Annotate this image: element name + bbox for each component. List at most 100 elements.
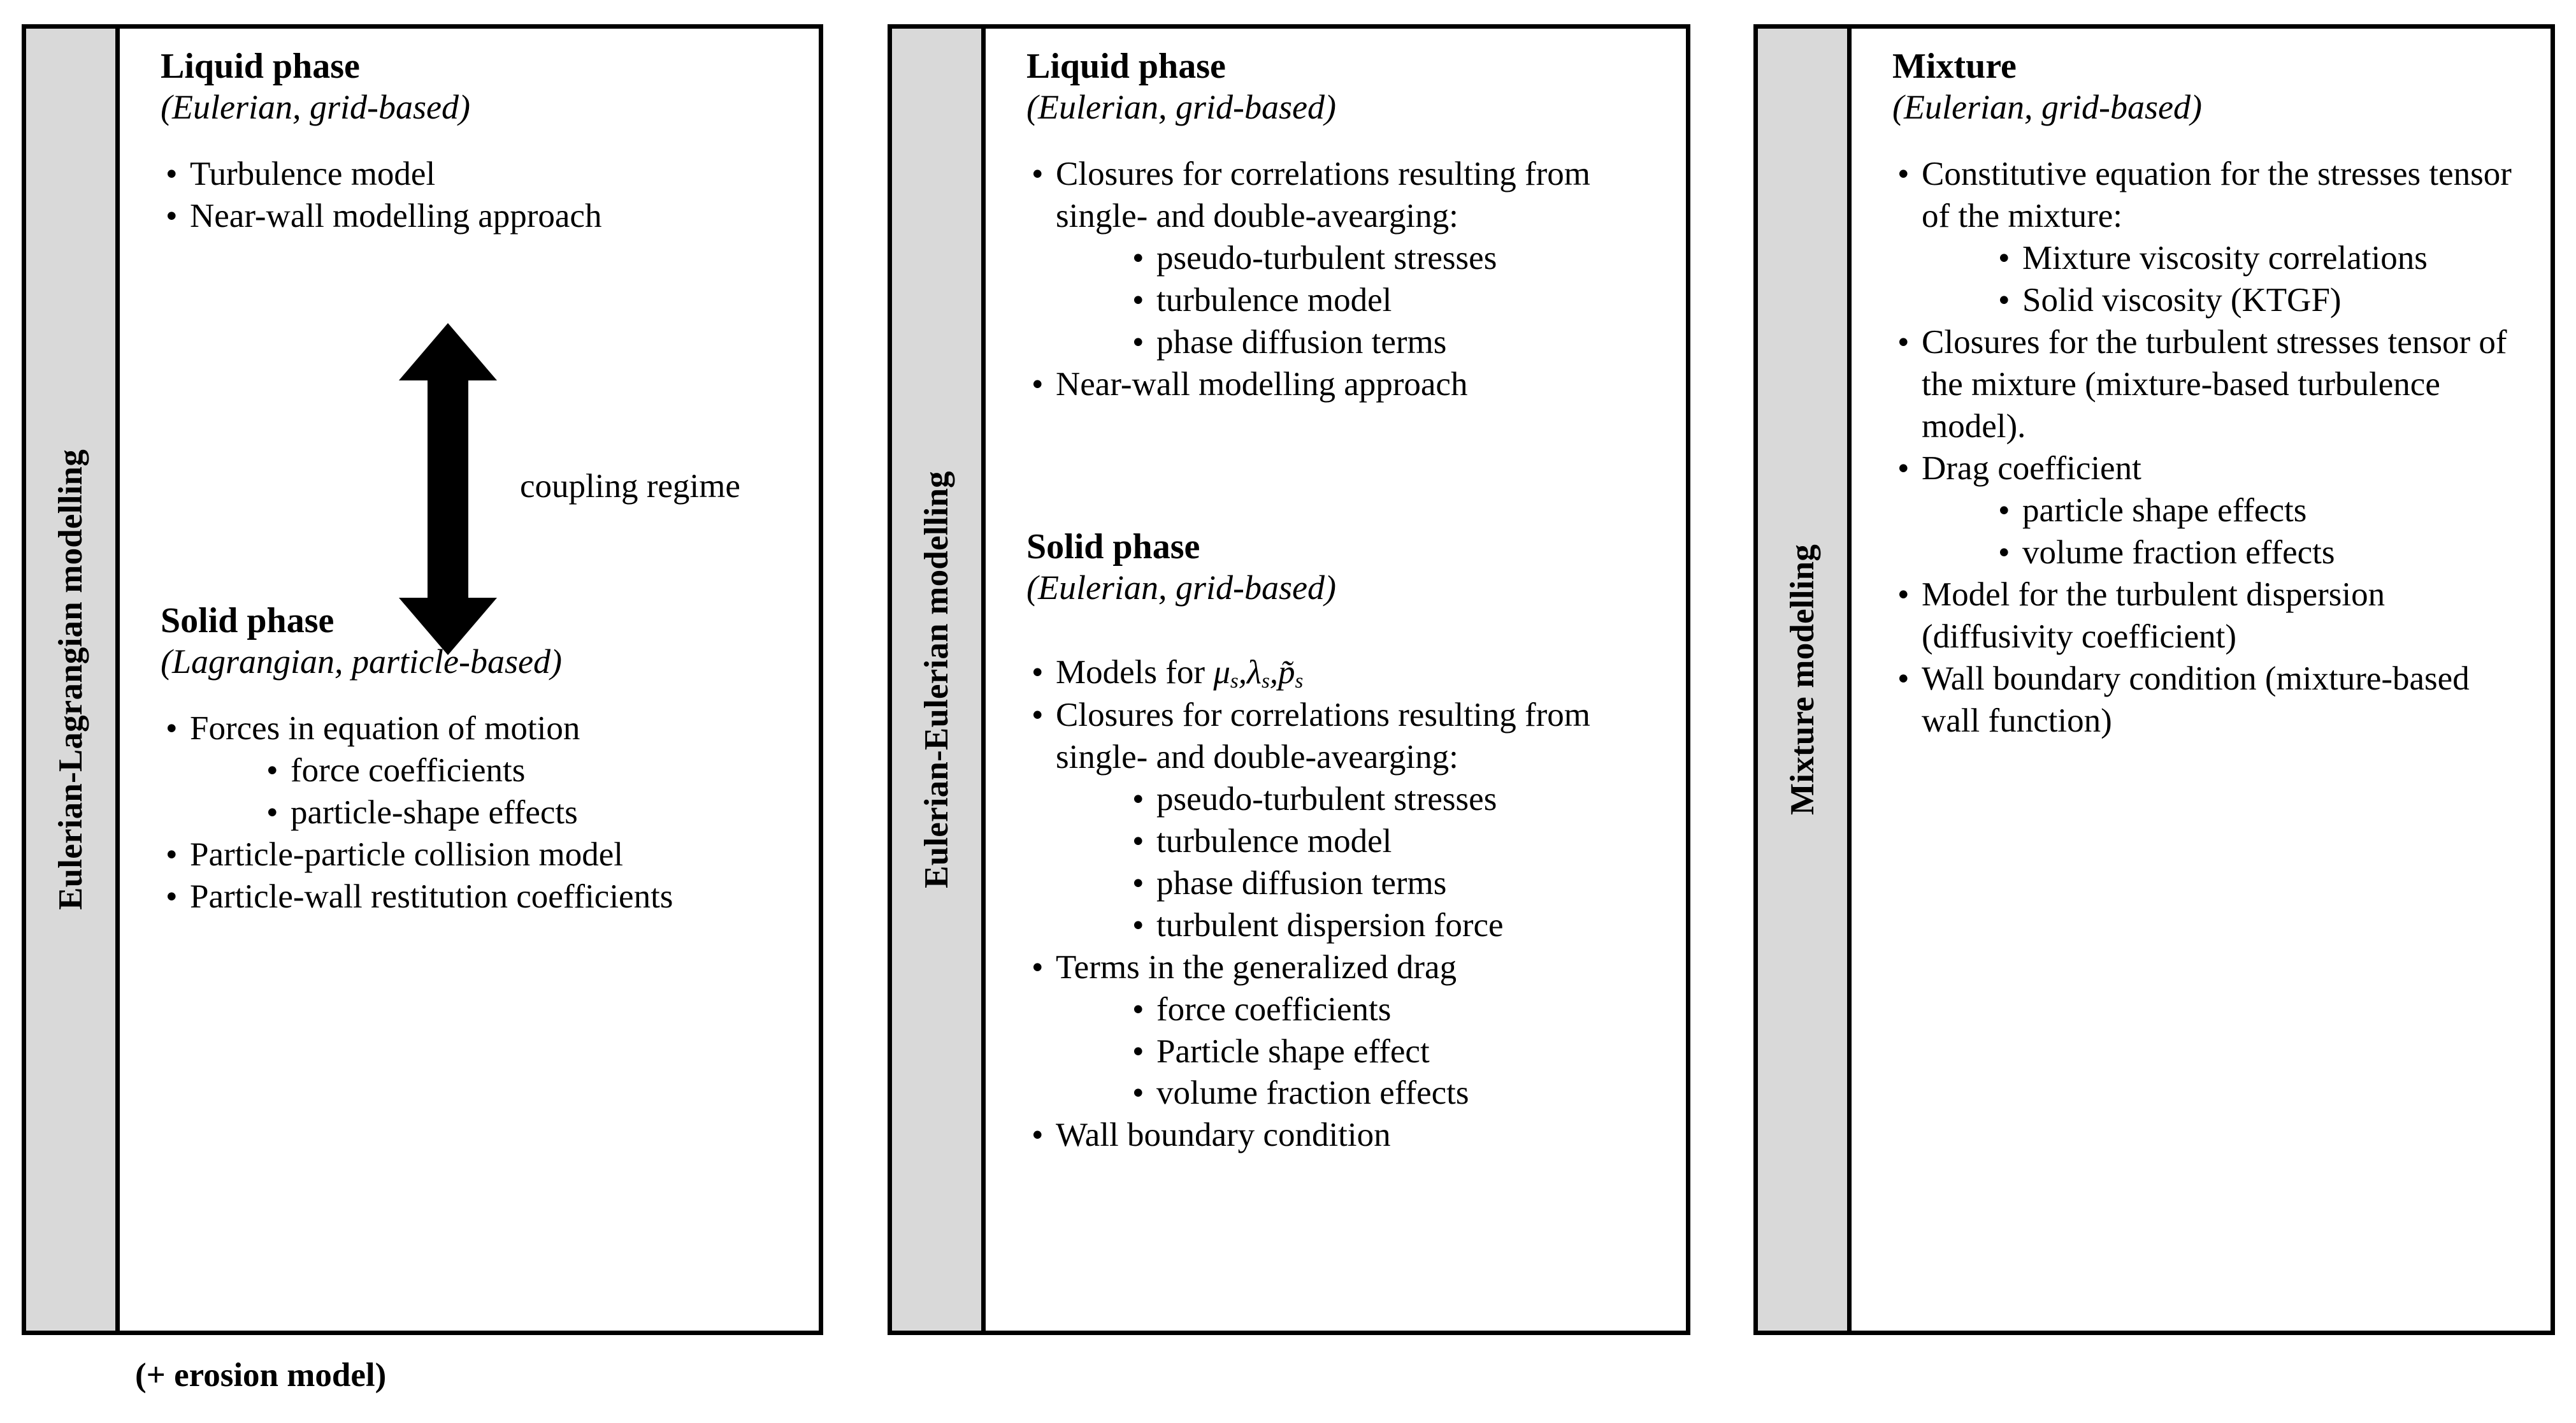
list-item-label: phase diffusion terms: [1156, 864, 1447, 902]
heading-solid-phase: Solid phase: [161, 600, 335, 640]
list-item-label: Models for μs,λs,p̃s: [1056, 653, 1304, 693]
sublist: • force coefficients • Particle shape ef…: [1056, 989, 1671, 1115]
sidebar-mixture: Mixture modelling: [1758, 29, 1852, 1331]
list-item: • Near-wall modelling approach: [1026, 364, 1671, 406]
list-item-label: turbulent dispersion force: [1156, 906, 1504, 944]
sublist: • pseudo-turbulent stresses • turbulence…: [1056, 238, 1671, 364]
list-item-label: Solid viscosity (KTGF): [2022, 281, 2342, 319]
list-item: • Closures for the turbulent stresses te…: [1892, 322, 2535, 448]
heading-liquid-phase: Liquid phase: [1026, 47, 1226, 86]
list-item-label: Turbulence model: [190, 155, 436, 192]
list-item-label: Wall boundary condition (mixture-based w…: [1922, 660, 2470, 739]
bullet-icon: •: [1132, 906, 1144, 944]
list-item: • Constitutive equation for the stresses…: [1892, 154, 2535, 322]
list-item: • Mixture viscosity correlations: [1993, 238, 2535, 280]
bullet-icon: •: [1032, 696, 1044, 733]
list-solid-phase-items: • Forces in equation of motion • force c…: [161, 708, 803, 918]
bullet-icon: •: [1032, 1116, 1044, 1154]
list-item: • Particle shape effect: [1127, 1031, 1671, 1073]
list-item-label: Near-wall modelling approach: [190, 197, 602, 235]
list-item-label: Near-wall modelling approach: [1056, 365, 1468, 403]
bullet-icon: •: [1998, 491, 2010, 529]
list-item: • phase diffusion terms: [1127, 863, 1671, 905]
list-item-label: force coefficients: [291, 751, 526, 789]
list-item-label: Terms in the generalized drag: [1056, 948, 1457, 986]
list-mixture-items: • Constitutive equation for the stresses…: [1892, 154, 2535, 742]
sidebar-eulerian-lagrangian: Eulerian-Lagrangian modelling: [26, 29, 120, 1331]
list-item: • turbulence model: [1127, 821, 1671, 863]
bullet-icon: •: [1998, 281, 2010, 319]
double-headed-arrow-icon: [399, 323, 497, 655]
erosion-model-footnote: (+ erosion model): [135, 1357, 387, 1394]
subheading-solid-phase: (Lagrangian, particle-based): [161, 642, 562, 681]
panel-eulerian-lagrangian: Eulerian-Lagrangian modelling Liquid pha…: [22, 24, 823, 1335]
subheading-mixture: (Eulerian, grid-based): [1892, 88, 2202, 127]
list-item: • Drag coefficient • particle shape effe…: [1892, 448, 2535, 574]
list-item: • force coefficients: [1127, 989, 1671, 1031]
list-item: • Turbulence model: [161, 154, 803, 196]
sublist: • particle shape effects • volume fracti…: [1922, 490, 2535, 574]
list-item-label: phase diffusion terms: [1156, 323, 1447, 361]
bullet-icon: •: [1897, 323, 1910, 361]
list-item-label: pseudo-turbulent stresses: [1156, 239, 1497, 277]
bullet-icon: •: [166, 709, 178, 747]
list-item: • volume fraction effects: [1127, 1073, 1671, 1115]
list-item: • Solid viscosity (KTGF): [1993, 280, 2535, 322]
list-item: • pseudo-turbulent stresses: [1127, 238, 1671, 280]
list-item-label: Model for the turbulent dispersion (diff…: [1922, 575, 2385, 655]
list-item: • Terms in the generalized drag • force …: [1026, 947, 1671, 1115]
list-liquid-phase-items: • Closures for correlations resulting fr…: [1026, 154, 1671, 406]
list-item: • Models for μs,λs,p̃s: [1026, 652, 1671, 695]
panel-body-mixture: Mixture (Eulerian, grid-based) • Constit…: [1852, 29, 2551, 1331]
list-item-label: Constitutive equation for the stresses t…: [1922, 155, 2512, 235]
bullet-icon: •: [1132, 864, 1144, 902]
sidebar-label-mixture: Mixture modelling: [1783, 544, 1821, 815]
bullet-icon: •: [166, 197, 178, 235]
list-item-label: Particle-particle collision model: [190, 835, 623, 873]
bullet-icon: •: [1032, 365, 1044, 403]
list-item-label: particle-shape effects: [291, 793, 578, 831]
bullet-icon: •: [1032, 653, 1044, 691]
list-item: • particle-shape effects: [261, 792, 803, 834]
list-item: • Particle-wall restitution coefficients: [161, 876, 803, 918]
bullet-icon: •: [266, 793, 278, 831]
subheading-solid-phase: (Eulerian, grid-based): [1026, 568, 1336, 607]
subheading-liquid-phase: (Eulerian, grid-based): [161, 88, 470, 127]
list-item-label: Forces in equation of motion: [190, 709, 580, 747]
panel-mixture: Mixture modelling Mixture (Eulerian, gri…: [1753, 24, 2555, 1335]
list-item: • Wall boundary condition (mixture-based…: [1892, 658, 2535, 742]
bullet-icon: •: [1032, 155, 1044, 192]
coupling-regime-label: coupling regime: [520, 468, 740, 505]
list-item-label: Wall boundary condition: [1056, 1116, 1391, 1154]
bullet-icon: •: [166, 878, 178, 915]
list-item: • Particle-particle collision model: [161, 834, 803, 876]
bullet-icon: •: [1998, 533, 2010, 571]
bullet-icon: •: [166, 155, 178, 192]
list-item: • Wall boundary condition: [1026, 1115, 1671, 1157]
list-item-label: Mixture viscosity correlations: [2022, 239, 2428, 277]
heading-mixture: Mixture: [1892, 47, 2017, 86]
coupling-arrow: [381, 322, 515, 656]
list-item-label: volume fraction effects: [1156, 1074, 1469, 1112]
panel-body-eulerian-lagrangian: Liquid phase (Eulerian, grid-based) • Tu…: [120, 29, 819, 1331]
bullet-icon: •: [1132, 990, 1144, 1028]
list-item-label: Closures for correlations resulting from…: [1056, 155, 1590, 235]
list-item-label: volume fraction effects: [2022, 533, 2335, 571]
bullet-icon: •: [1132, 780, 1144, 818]
list-item: • Model for the turbulent dispersion (di…: [1892, 574, 2535, 658]
list-item: • force coefficients: [261, 750, 803, 792]
list-item-label: Particle shape effect: [1156, 1032, 1430, 1070]
bullet-icon: •: [1897, 660, 1910, 697]
heading-solid-phase: Solid phase: [1026, 526, 1200, 567]
list-item: • Closures for correlations resulting fr…: [1026, 695, 1671, 947]
sidebar-label-eulerian-eulerian: Eulerian-Eulerian modelling: [917, 471, 955, 888]
bullet-icon: •: [1897, 449, 1910, 487]
list-item-label: Closures for the turbulent stresses tens…: [1922, 323, 2507, 445]
list-item: • phase diffusion terms: [1127, 322, 1671, 364]
sublist: • pseudo-turbulent stresses • turbulence…: [1056, 779, 1671, 947]
list-item-label: force coefficients: [1156, 990, 1392, 1028]
list-item: • volume fraction effects: [1993, 532, 2535, 574]
bullet-icon: •: [1132, 822, 1144, 860]
list-item: • turbulence model: [1127, 280, 1671, 322]
bullet-icon: •: [1132, 1074, 1144, 1112]
